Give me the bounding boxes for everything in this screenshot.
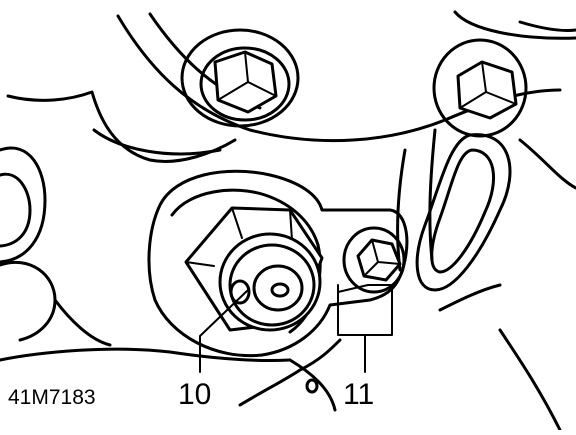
dowel-hole — [305, 378, 319, 394]
upper-left-bolt — [180, 28, 300, 128]
small-bolt — [342, 226, 406, 294]
housing-casting — [0, 10, 576, 432]
callout-11-bracket — [337, 284, 393, 373]
upper-right-bolt — [432, 38, 528, 138]
slotted-cover — [415, 133, 512, 292]
tensioner-pulley — [218, 232, 322, 332]
callout-10-leader — [199, 289, 249, 373]
figure-id-label: 41M7183 — [8, 386, 96, 409]
callout-label-10: 10 — [178, 378, 211, 411]
callout-label-11: 11 — [343, 378, 374, 411]
